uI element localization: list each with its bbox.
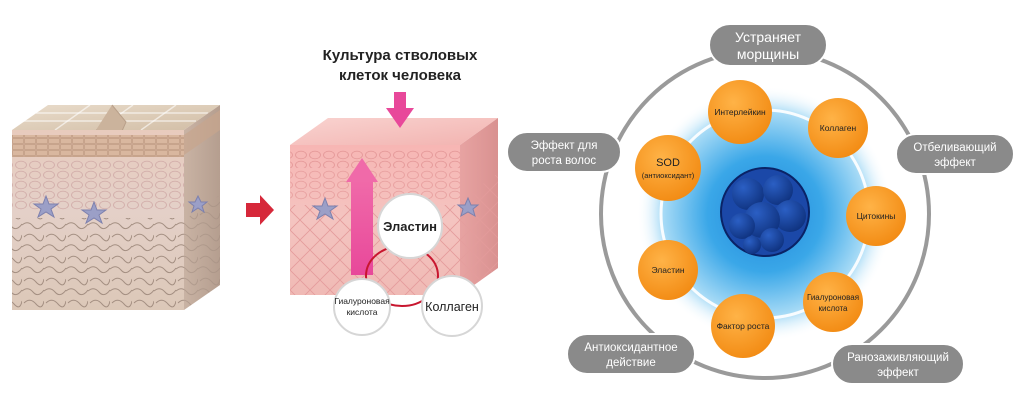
factor-cytokines-label: Цитокины (857, 211, 896, 221)
cell-star-icon (32, 194, 60, 219)
effect-wrinkles-line-1: Устраняет (735, 29, 802, 45)
effect-hair-growth-line-2: роста волос (532, 155, 597, 167)
stem-culture-label-line-2: клеток человека (339, 67, 462, 84)
factor-hyaluronic: Гиалуроновая кислота (803, 272, 863, 332)
factor-interleukin-label: Интерлейкин (714, 107, 766, 117)
growth-arrow-icon (346, 158, 378, 275)
effect-antioxidant-line-1: Антиоксидантное (584, 342, 677, 354)
factor-elastin-label: Эластин (651, 265, 684, 275)
collagen-label: Коллаген (425, 300, 479, 314)
factor-interleukin: Интерлейкин (708, 80, 772, 144)
transition-arrow-icon (246, 195, 274, 225)
factor-collagen: Коллаген (808, 98, 868, 158)
factor-hyaluronic-label-line-2: кислота (818, 304, 848, 313)
cell-star-icon (187, 194, 209, 214)
cell-star-icon (456, 196, 480, 218)
factor-elastin: Эластин (638, 240, 698, 300)
effect-whitening-line-2: эффект (934, 157, 976, 169)
factor-sod-label-line-2: (антиоксидант) (642, 171, 695, 180)
effect-whitening: Отбеливающий эффект (895, 133, 1015, 175)
hyaluronic-label-line-2: кислота (347, 307, 378, 317)
factor-hyaluronic-label-line-1: Гиалуроновая (807, 293, 859, 302)
collagen-circle: Коллаген (421, 275, 483, 337)
hyaluronic-circle: Гиалуроновая кислота (333, 278, 391, 336)
elastin-circle: Эластин (377, 193, 443, 259)
cell-star-icon (311, 196, 339, 221)
factor-cytokines: Цитокины (846, 186, 906, 246)
effect-antioxidant: Антиоксидантное действие (566, 333, 696, 375)
effect-antioxidant-line-2: действие (606, 357, 655, 369)
effect-wrinkles-line-2: морщины (737, 46, 799, 62)
factor-collagen-label: Коллаген (820, 123, 857, 133)
stem-culture-label-line-1: Культура стволовых (323, 47, 478, 64)
effect-wound-healing-line-1: Ранозаживляющий (847, 352, 949, 364)
aged-skin-cube (12, 104, 220, 310)
effect-hair-growth-line-1: Эффект для (531, 140, 598, 152)
stem-culture-arrow-icon (386, 92, 414, 128)
elastin-label: Эластин (383, 219, 437, 234)
effect-wound-healing-line-2: эффект (877, 367, 919, 379)
effect-wound-healing: Ранозаживляющий эффект (831, 343, 965, 385)
effect-hair-growth: Эффект для роста волос (506, 131, 622, 173)
effect-whitening-line-1: Отбеливающий (913, 142, 996, 154)
hyaluronic-label-line-1: Гиалуроновая (334, 296, 390, 306)
factor-growth: Фактор роста (711, 294, 775, 358)
cell-star-icon (80, 200, 108, 225)
stem-cell-factors-diagram: Интерлейкин Коллаген Цитокины Гиалуронов… (506, 23, 1015, 385)
stem-cell-core (720, 167, 810, 257)
factor-sod: SOD (антиоксидант) (635, 135, 701, 201)
factor-sod-label-line-1: SOD (656, 157, 680, 169)
factor-growth-label: Фактор роста (717, 321, 770, 331)
effect-wrinkles: Устраняет морщины (708, 23, 828, 67)
